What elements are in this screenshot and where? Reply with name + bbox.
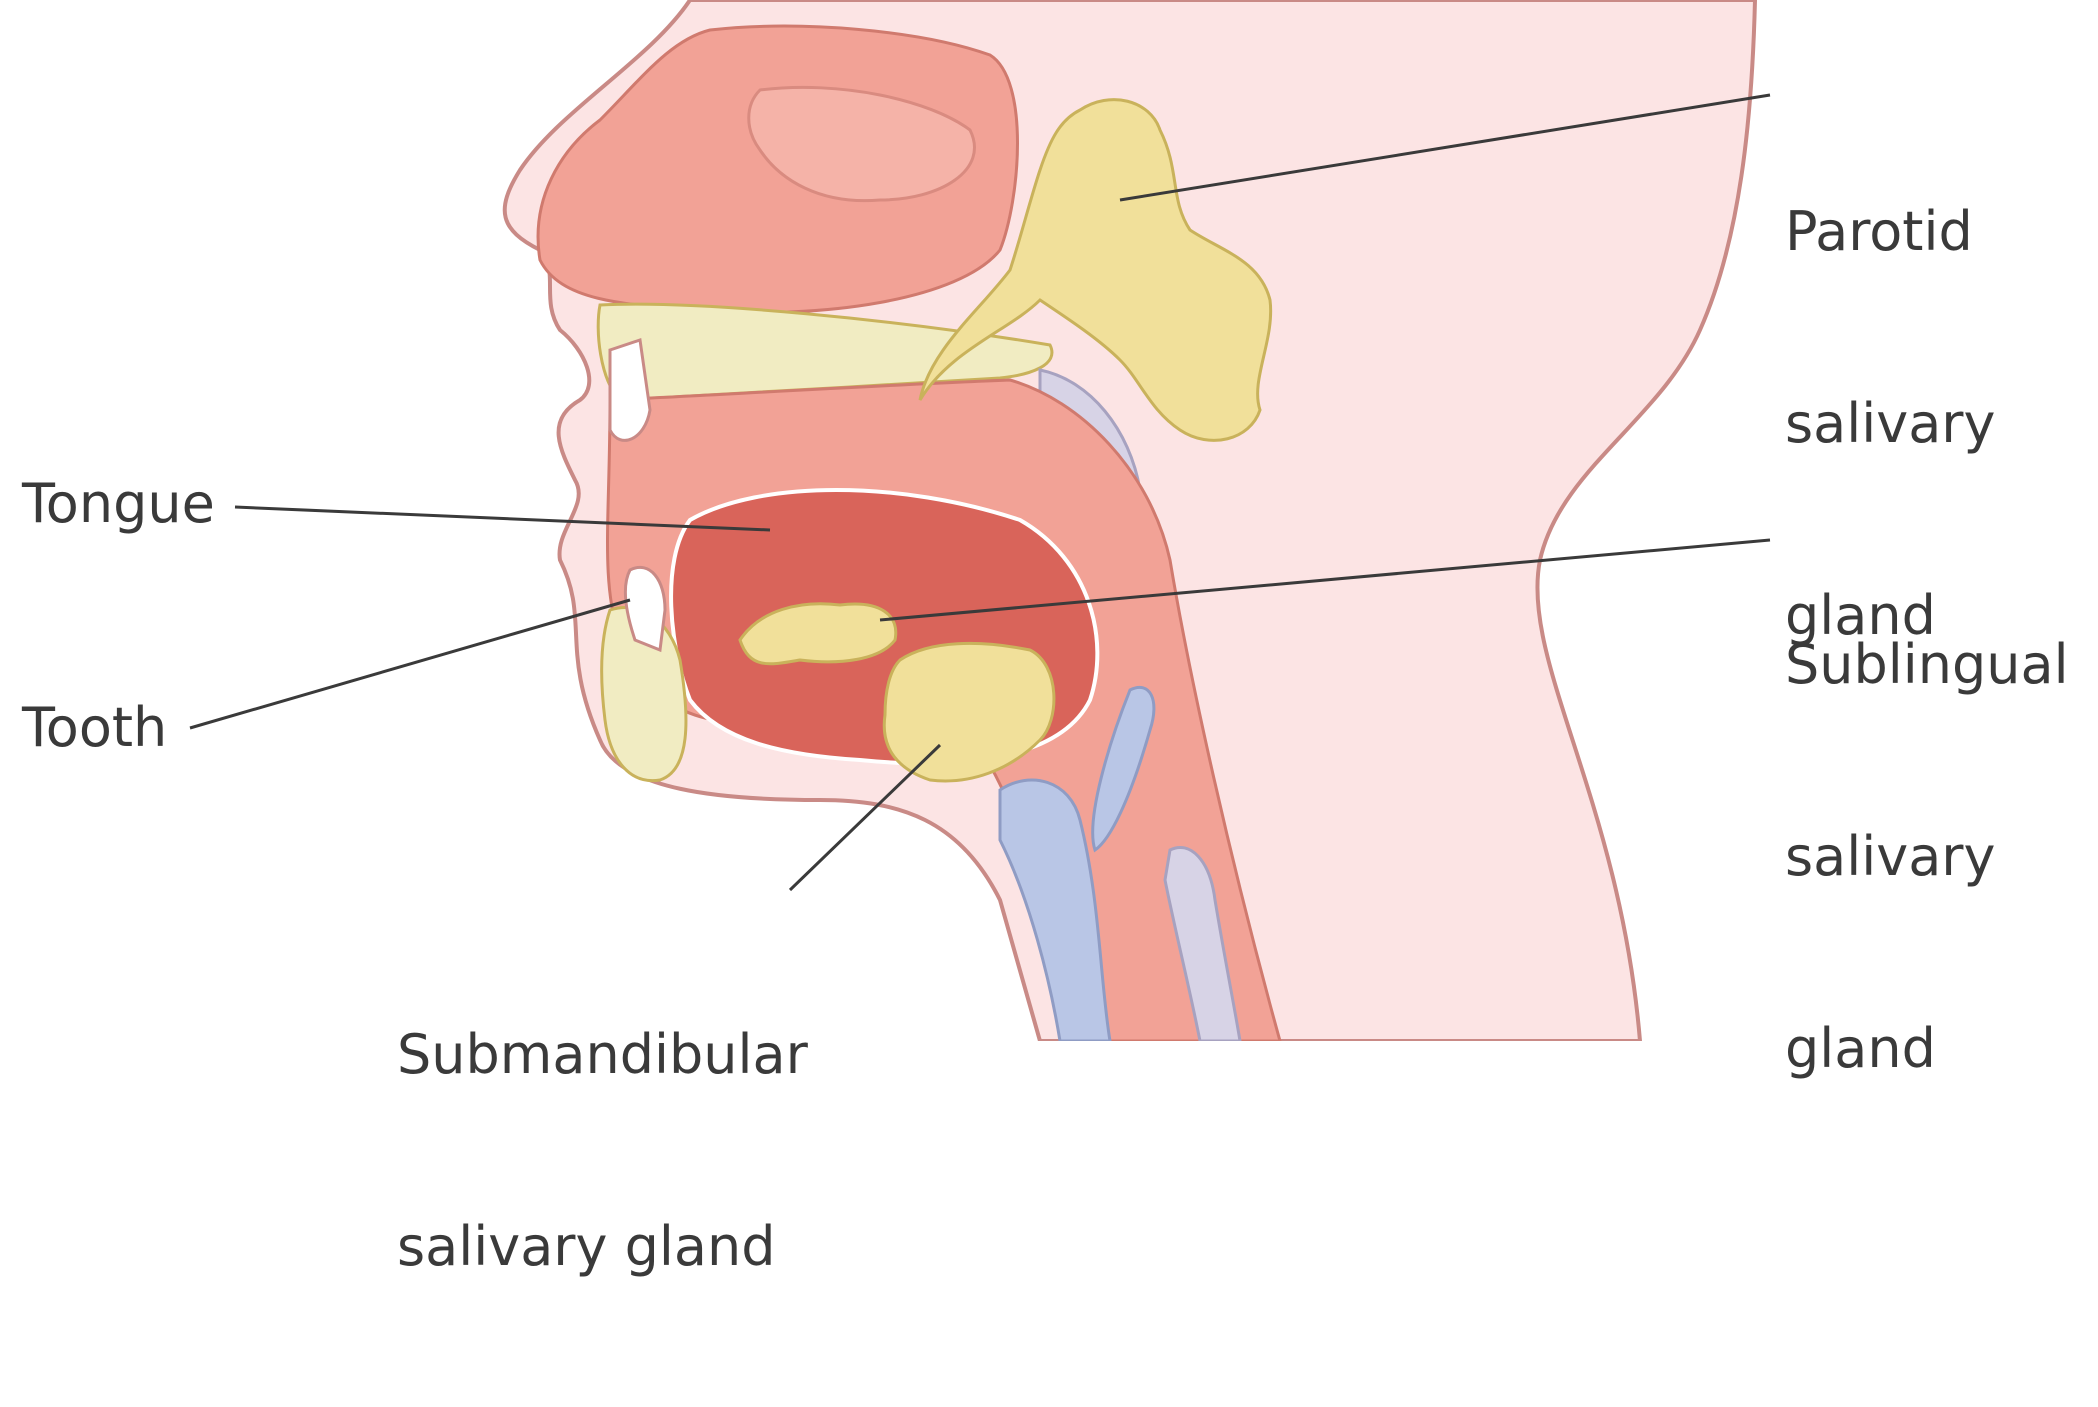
tongue-label: Tongue [22, 472, 215, 536]
parotid-label-line-1: Parotid [1785, 200, 1995, 264]
submandibular-label: Submandibular salivary gland [397, 895, 808, 1407]
anatomy-illustration [0, 0, 2098, 1041]
submandibular-label-line-1: Submandibular [397, 1023, 808, 1087]
submandibular-label-line-2: salivary gland [397, 1215, 808, 1279]
sublingual-label-line-1: Sublingual [1785, 633, 2069, 697]
salivary-gland-diagram: Parotid salivary gland Tongue Sublingual… [0, 0, 2098, 1041]
sublingual-label-line-3: gland [1785, 1017, 2069, 1081]
tooth-leader-line [190, 600, 630, 728]
tooth-label: Tooth [22, 696, 167, 760]
sublingual-label: Sublingual salivary gland [1785, 505, 2069, 1209]
parotid-label-line-2: salivary [1785, 392, 1995, 456]
sublingual-label-line-2: salivary [1785, 825, 2069, 889]
